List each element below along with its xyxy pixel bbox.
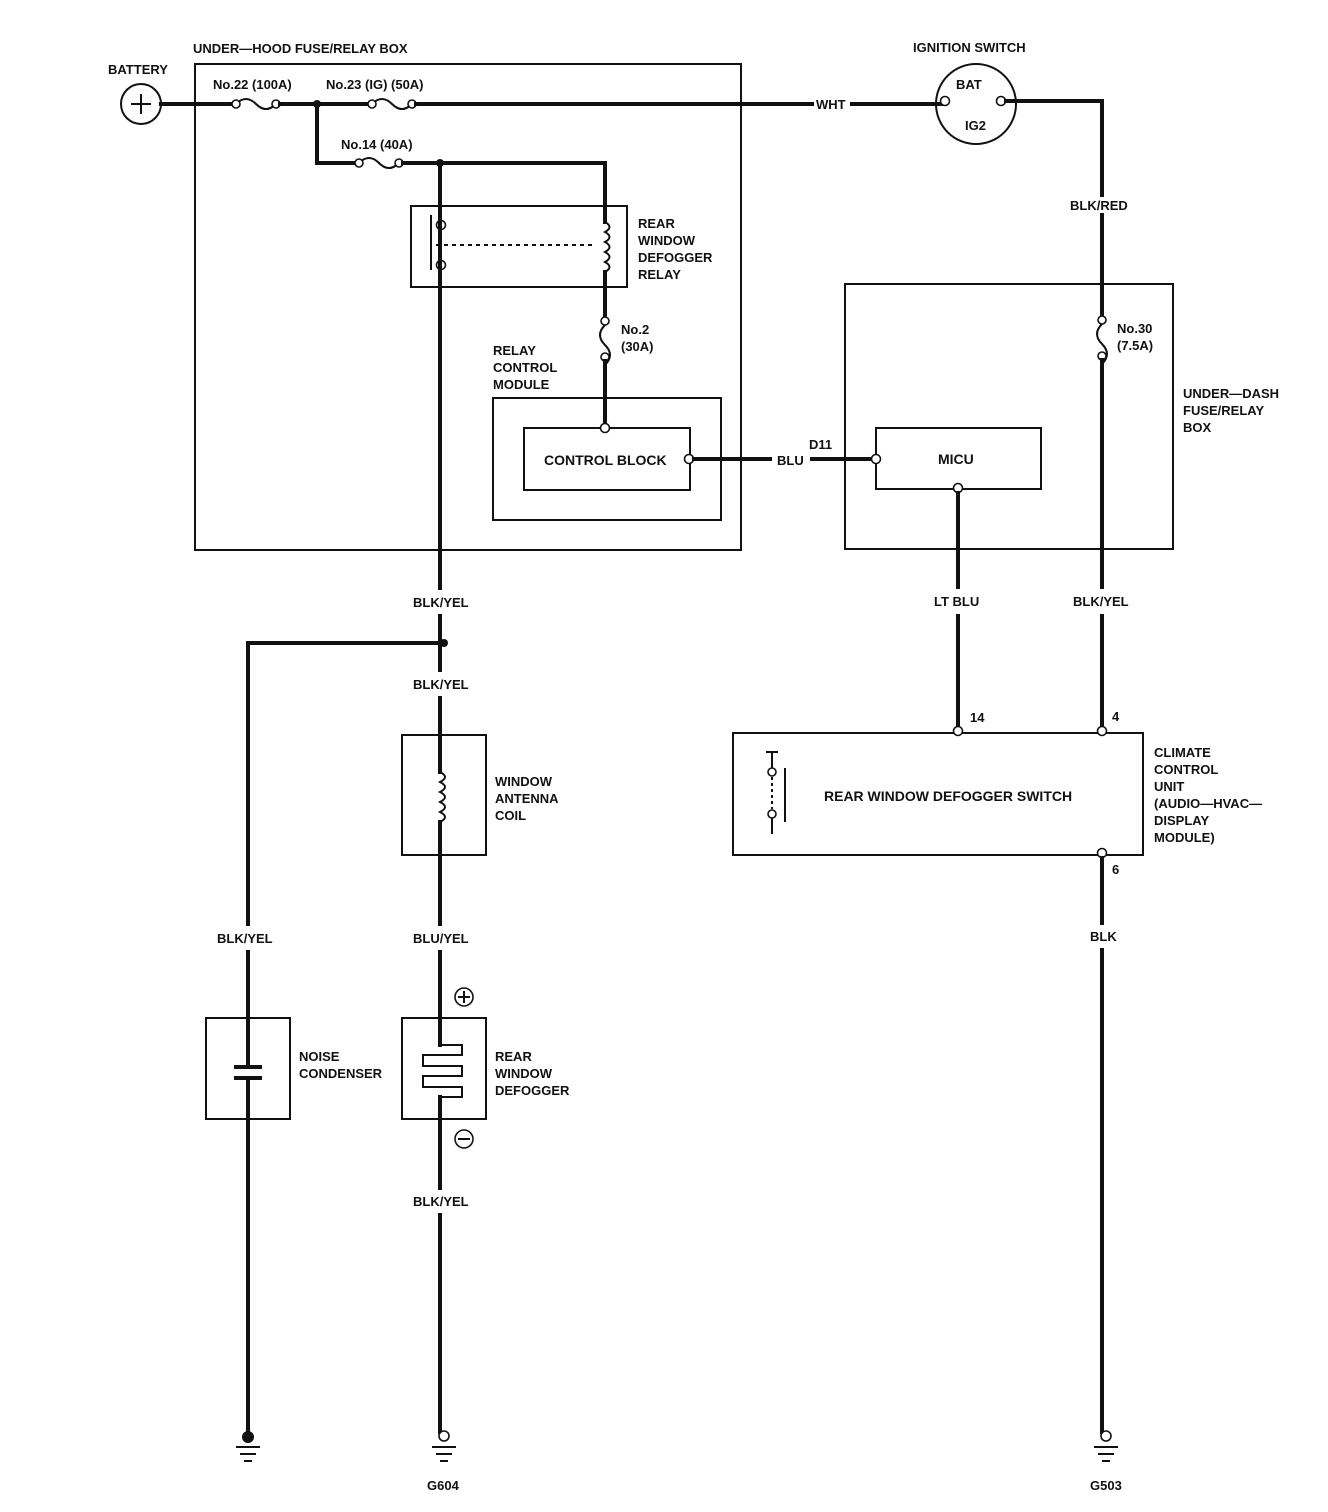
label-relay: REAR WINDOW DEFOGGER RELAY — [638, 216, 716, 282]
ground-g503-symbol — [1094, 1446, 1118, 1462]
label-pin-6: 6 — [1112, 862, 1119, 877]
label-fuse-23: No.23 (IG) (50A) — [326, 77, 424, 92]
label-control-block: CONTROL BLOCK — [544, 452, 667, 468]
under-dash-fuse-relay-box — [844, 283, 1174, 550]
minus-symbol — [454, 1129, 474, 1149]
label-ignition-switch: IGNITION SWITCH — [913, 40, 1026, 55]
fuse-14-symbol — [358, 157, 400, 169]
label-wire-blu-yel: BLU/YEL — [413, 931, 469, 946]
ignition-switch-symbol — [935, 63, 1017, 145]
label-ground-g604: G604 — [427, 1478, 460, 1493]
label-climate-control-unit: CLIMATE CONTROL UNIT (AUDIO—HVAC— DISPLA… — [1154, 745, 1266, 845]
relay-coil-symbol — [602, 221, 611, 273]
antenna-coil-symbol — [437, 771, 446, 823]
label-wire-wht: WHT — [816, 97, 846, 112]
label-micu: MICU — [938, 451, 974, 467]
label-fuse-2: No.2 (30A) — [621, 322, 654, 354]
label-wire-blu: BLU — [777, 453, 804, 468]
plus-symbol — [454, 987, 474, 1007]
fuse-22-symbol — [235, 98, 277, 110]
label-under-hood-box: UNDER—HOOD FUSE/RELAY BOX — [193, 41, 408, 56]
label-wire-lt-blu: LT BLU — [934, 594, 979, 609]
label-pin-4: 4 — [1112, 709, 1120, 724]
label-fuse-30: No.30 (7.5A) — [1117, 321, 1156, 353]
fuse-23-symbol — [371, 98, 413, 110]
label-relay-control-module: RELAY CONTROL MODULE — [493, 343, 561, 392]
rear-window-defogger-relay-box — [410, 205, 628, 288]
label-wire-blk-yel-4: BLK/YEL — [217, 931, 273, 946]
label-conn-d11: D11 — [809, 437, 832, 452]
label-wire-blk-yel-3: BLK/YEL — [1073, 594, 1129, 609]
climate-control-unit-box — [732, 732, 1144, 856]
label-battery: BATTERY — [108, 62, 168, 77]
ground-left-symbol — [236, 1446, 260, 1462]
rear-window-defogger-box — [401, 1017, 487, 1120]
label-wire-blk-yel-5: BLK/YEL — [413, 1194, 469, 1209]
label-ign-ig2: IG2 — [965, 118, 986, 133]
label-noise-condenser: NOISE CONDENSER — [299, 1049, 383, 1081]
window-antenna-coil-box — [401, 734, 487, 856]
ground-g604-symbol — [432, 1446, 456, 1462]
label-ign-bat: BAT — [956, 77, 982, 92]
label-wire-blk-yel-1: BLK/YEL — [413, 595, 469, 610]
label-ground-g503: G503 — [1090, 1478, 1122, 1493]
defogger-grid-symbol — [422, 1044, 463, 1098]
label-under-dash-box: UNDER—DASH FUSE/RELAY BOX — [1183, 386, 1283, 435]
label-fuse-14: No.14 (40A) — [341, 137, 413, 152]
label-wire-blk-yel-2: BLK/YEL — [413, 677, 469, 692]
label-wire-blk: BLK — [1090, 929, 1117, 944]
label-defogger-switch: REAR WINDOW DEFOGGER SWITCH — [824, 788, 1072, 804]
under-hood-fuse-relay-box — [194, 63, 742, 551]
label-pin-14: 14 — [970, 710, 985, 725]
label-wire-blk-red: BLK/RED — [1070, 198, 1128, 213]
label-fuse-22: No.22 (100A) — [213, 77, 292, 92]
label-antenna-coil: WINDOW ANTENNA COIL — [495, 774, 562, 823]
label-rear-window-defogger: REAR WINDOW DEFOGGER — [495, 1049, 570, 1098]
